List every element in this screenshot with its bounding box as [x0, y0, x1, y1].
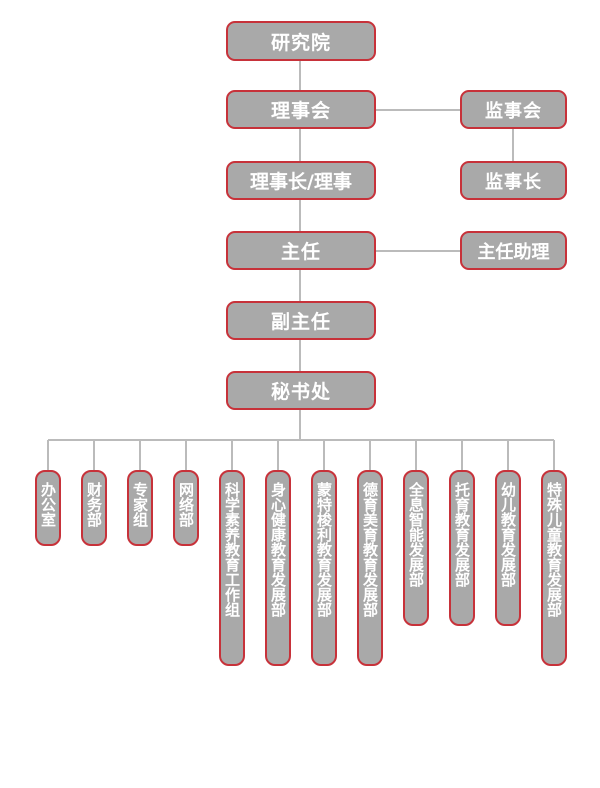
department-box: 专家组 — [127, 470, 153, 546]
department-label: 科学素养教育工作组 — [223, 482, 241, 617]
department-label: 幼儿教育发展部 — [499, 482, 517, 587]
node-board-of-directors: 理事会 — [226, 90, 376, 129]
department-label: 身心健康教育发展部 — [269, 482, 287, 617]
department-box: 财务部 — [81, 470, 107, 546]
department-box: 身心健康教育发展部 — [265, 470, 291, 666]
department-box: 蒙特梭利教育发展部 — [311, 470, 337, 666]
department-box: 托育教育发展部 — [449, 470, 475, 626]
department-box: 全息智能发展部 — [403, 470, 429, 626]
node-research-institute: 研究院 — [226, 21, 376, 61]
department-label: 蒙特梭利教育发展部 — [315, 482, 333, 617]
department-label: 网络部 — [177, 482, 195, 527]
department-box: 幼儿教育发展部 — [495, 470, 521, 626]
department-label: 办公室 — [39, 482, 57, 527]
node-director: 主任 — [226, 231, 376, 270]
department-label: 德育美育教育发展部 — [361, 482, 379, 617]
department-box: 德育美育教育发展部 — [357, 470, 383, 666]
node-chairman-director: 理事长/理事 — [226, 161, 376, 200]
department-box: 科学素养教育工作组 — [219, 470, 245, 666]
node-chief-supervisor: 监事长 — [460, 161, 567, 200]
department-label: 财务部 — [85, 482, 103, 527]
node-supervisory-board: 监事会 — [460, 90, 567, 129]
node-director-assistant: 主任助理 — [460, 231, 567, 270]
department-box: 网络部 — [173, 470, 199, 546]
department-label: 托育教育发展部 — [453, 482, 471, 587]
department-label: 专家组 — [131, 482, 149, 527]
department-label: 特殊儿童教育发展部 — [545, 482, 563, 617]
node-secretariat: 秘书处 — [226, 371, 376, 410]
department-drop-lines — [47, 440, 555, 471]
node-deputy-director: 副主任 — [226, 301, 376, 340]
department-label: 全息智能发展部 — [407, 482, 425, 587]
department-box: 办公室 — [35, 470, 61, 546]
department-box: 特殊儿童教育发展部 — [541, 470, 567, 666]
